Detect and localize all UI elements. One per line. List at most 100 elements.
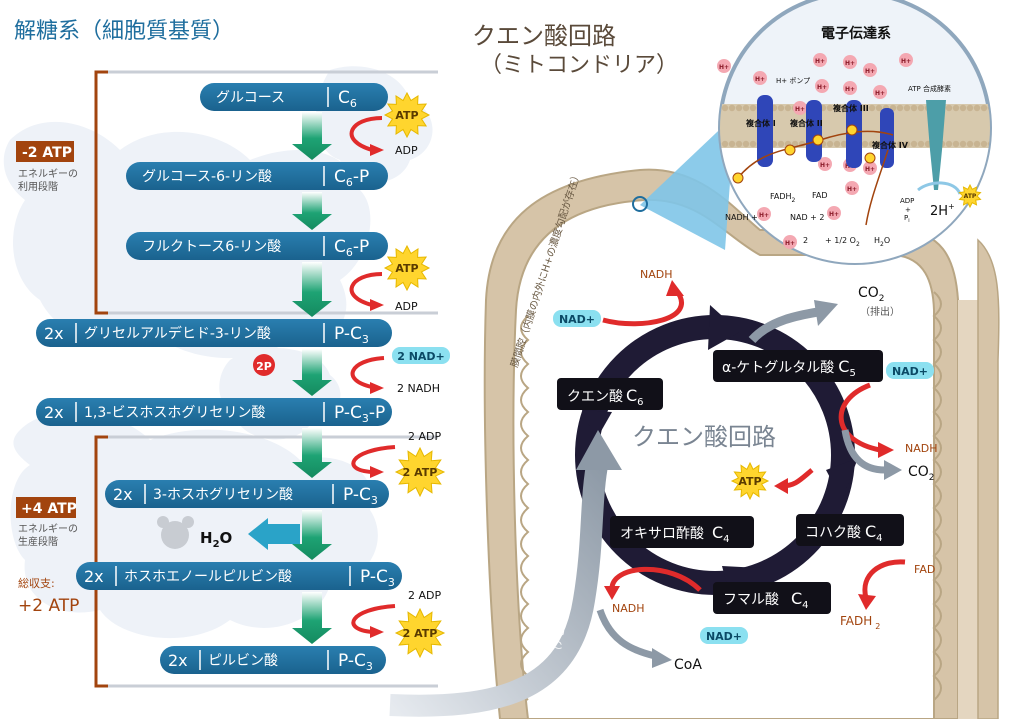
svg-text:NADH: NADH [905, 442, 938, 455]
co2-release-1: CO2 （排出） [748, 285, 900, 344]
yield-badge-bg [16, 497, 76, 518]
nad-in-label: 2 NAD+ [397, 350, 445, 363]
glycolysis-title: 解糖系（細胞質基質） [14, 19, 234, 44]
svg-text:2H+: 2H+ [930, 202, 955, 219]
svg-text:NAD+: NAD+ [706, 630, 742, 643]
step-name: 1,3-ビスホスホグリセリン酸 [84, 405, 265, 421]
nad-reaction-1: NAD+ NADH [553, 268, 684, 327]
step-name: ホスホエノールピルビン酸 [124, 569, 292, 585]
red-arrowhead [370, 626, 384, 638]
green-down-arrow [292, 510, 332, 560]
phosphate-badge [253, 354, 275, 376]
atp-label: ATP [395, 262, 418, 275]
red-curve-arrow [351, 604, 396, 634]
yield-note-2: 生産段階 [18, 535, 58, 548]
investment-note-1: エネルギーの [18, 168, 78, 180]
svg-text:NADH +: NADH + [725, 213, 758, 222]
step-formula: C6-P [334, 167, 369, 189]
atp-yield-1: 2 ADP 2 ATP [351, 430, 446, 498]
proton-label: H+ [865, 68, 875, 75]
net-value: +2 ATP [18, 596, 79, 616]
red-arrowhead [370, 382, 384, 394]
proton-label: H+ [785, 240, 795, 247]
proton-label: H+ [901, 58, 911, 65]
step-name: グルコース-6-リン酸 [142, 169, 272, 185]
svg-text:複合体 III: 複合体 III [832, 103, 869, 113]
atp-investment-2: ATP ADP [349, 244, 431, 313]
oxygen-arrow [865, 149, 889, 226]
etc-title: 電子伝達系 [821, 25, 891, 42]
synthase-arrow [917, 181, 962, 195]
cristae-right [932, 291, 942, 701]
step-multiplier: 2x [44, 324, 64, 343]
proton-icon [753, 71, 767, 85]
yield-badge: +4 ATP [21, 501, 77, 517]
svg-text:CO2: CO2 [858, 285, 885, 304]
red-curve-arrow [351, 445, 396, 474]
proton-label: H+ [817, 84, 827, 91]
step-name: グルコース [216, 90, 285, 106]
outer-membrane-right-edge [977, 238, 1000, 720]
investment-badge: -2 ATP [22, 145, 72, 161]
acetyl-coa-entry: (アセチルCoA) CoA [389, 430, 702, 717]
red-curve-arrow [349, 272, 383, 307]
atp-label: 2 ATP [403, 627, 438, 640]
proton-label: H+ [845, 60, 855, 67]
proton-icon [717, 59, 731, 73]
atp-burst-icon [394, 446, 446, 498]
step-formula: P-C3-P [334, 403, 385, 425]
yield-bracket [94, 435, 108, 688]
proton-label: H+ [755, 76, 765, 83]
svg-text:FAD: FAD [914, 563, 935, 576]
cristae-left [520, 315, 530, 701]
green-down-arrow [292, 192, 332, 230]
proton-icon [783, 235, 797, 249]
electron-icon [846, 124, 858, 136]
step-formula: P-C3 [360, 567, 395, 589]
step-name: ピルビン酸 [208, 653, 278, 669]
proton-icon [757, 207, 771, 221]
proton-icon [873, 85, 887, 99]
proton-ions: H+H+H+H+H+H+H+H+H+H+H+H+H+H+H+H+H+ [717, 53, 913, 249]
water-label: H2O [200, 529, 232, 550]
atp-burst-icon [958, 183, 982, 209]
svg-text:NAD+: NAD+ [892, 365, 928, 378]
svg-text:CO2: CO2 [908, 464, 935, 483]
atp-burst-icon [383, 244, 431, 292]
adp-label: 2 ADP [408, 589, 441, 602]
outer-membrane-right [958, 300, 978, 719]
svg-text:FAD: FAD [812, 191, 828, 200]
step-formula: P-C3 [343, 485, 378, 507]
cycle-arrowhead [826, 458, 858, 500]
green-down-arrow [292, 349, 332, 396]
proton-label: H+ [820, 162, 830, 169]
svg-text:複合体 II: 複合体 II [789, 118, 823, 128]
svg-text:NADH: NADH [640, 268, 673, 281]
svg-text:+ 1/2 O2: + 1/2 O2 [825, 236, 860, 248]
atp-label: 2 ATP [403, 466, 438, 479]
proton-label: H+ [847, 186, 857, 193]
adp-label: 2 ADP [408, 430, 441, 443]
proton-icon [845, 181, 859, 195]
proton-icon [818, 157, 832, 171]
proton-label: H+ [795, 106, 805, 113]
svg-text:（排出）: （排出） [860, 305, 900, 318]
atp-burst-icon [394, 607, 446, 659]
water-release: H2O [157, 516, 300, 550]
proton-icon [863, 63, 877, 77]
zoom-origin [632, 196, 648, 212]
proton-icon [899, 53, 913, 67]
